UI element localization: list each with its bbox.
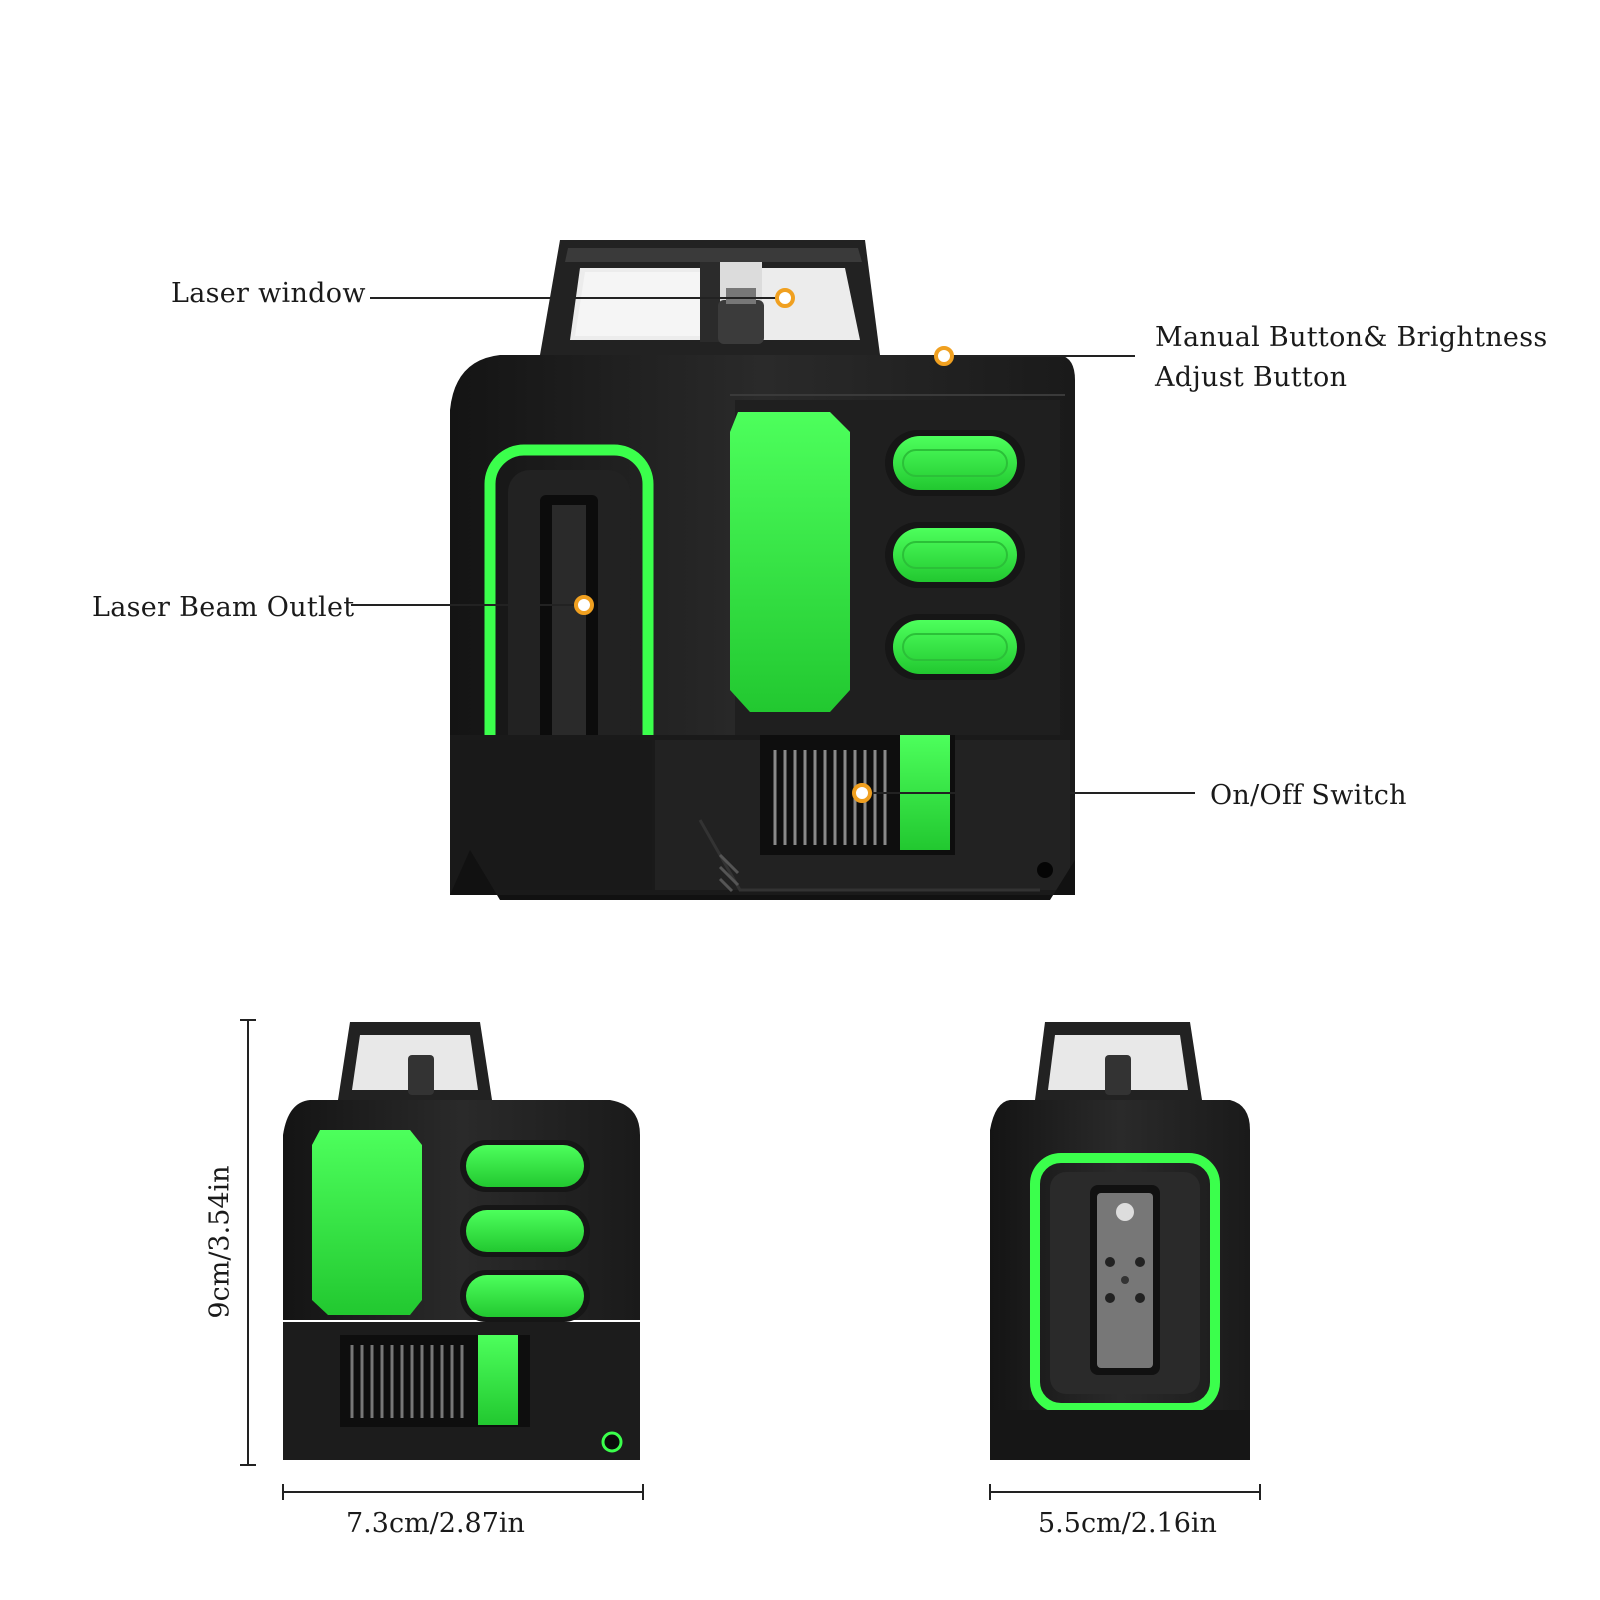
laser-level-main-view: [450, 240, 1075, 900]
laser-level-front-view: [283, 1022, 640, 1460]
upper-body: [450, 355, 1075, 826]
side-green-panel: [730, 412, 850, 712]
callout-manual-button-line2: Adjust Button: [1155, 362, 1348, 393]
callout-manual-button-line1: Manual Button& Brightness: [1155, 322, 1548, 353]
dimension-front-width: 7.3cm/2.87in: [346, 1508, 525, 1539]
callout-lines: [351, 297, 1195, 794]
marker-beam-outlet: [574, 595, 594, 615]
dimension-lines: [240, 1019, 1261, 1500]
beam-outlet-frame: [484, 444, 654, 826]
marker-laser-window: [775, 288, 795, 308]
callout-laser-window: Laser window: [171, 278, 366, 309]
control-buttons[interactable]: [885, 430, 1025, 680]
dimension-side-width: 5.5cm/2.16in: [1038, 1508, 1217, 1539]
callout-markers: [574, 288, 954, 803]
marker-switch: [852, 783, 872, 803]
lower-base: [450, 735, 1075, 900]
callout-on-off-switch: On/Off Switch: [1210, 780, 1407, 811]
dimension-height: 9cm/3.54in: [204, 1165, 236, 1319]
laser-level-side-view: [990, 1022, 1250, 1460]
laser-head: [540, 240, 880, 355]
marker-manual-button: [934, 346, 954, 366]
callout-laser-beam-outlet: Laser Beam Outlet: [92, 592, 355, 623]
